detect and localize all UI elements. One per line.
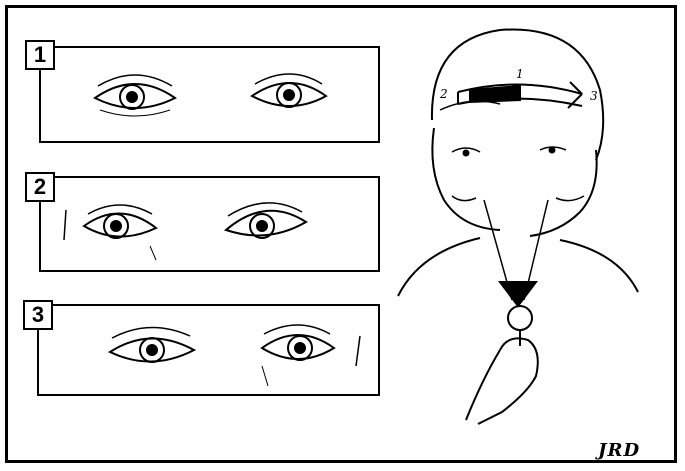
artist-signature: JRD xyxy=(598,440,641,461)
arrow-label-1: 1 xyxy=(516,67,524,81)
panel-1-number: 1 xyxy=(25,40,55,70)
eye-panel-2 xyxy=(39,176,380,272)
arrow-label-2: 2 xyxy=(439,87,448,101)
panel-3-number: 3 xyxy=(23,300,53,330)
panel-2-number: 2 xyxy=(25,172,55,202)
arrow-label-3: 3 xyxy=(590,89,598,103)
eye-panel-3 xyxy=(37,304,380,396)
